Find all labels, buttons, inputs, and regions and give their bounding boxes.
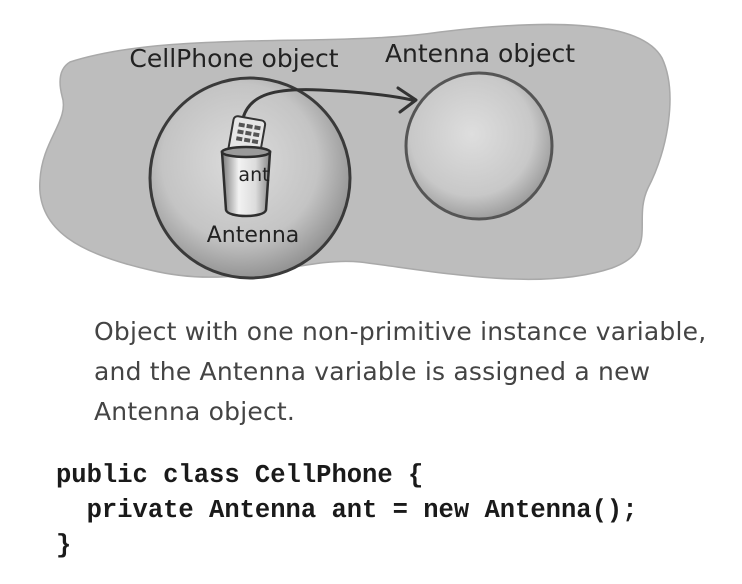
caption-line: and the Antenna variable is assigned a n…: [94, 357, 651, 386]
caption-line: Object with one non-primitive instance v…: [94, 317, 707, 346]
code-line: }: [56, 531, 72, 560]
cellphone-object-label: CellPhone object: [129, 44, 338, 73]
code-line: public class CellPhone {: [56, 461, 424, 490]
antenna-object-sphere: [404, 71, 554, 221]
arrowhead: [396, 86, 418, 114]
caption-line: Antenna object.: [94, 397, 296, 426]
cup-variable-label: ant: [238, 164, 269, 186]
caption: Object with one non-primitive instance v…: [94, 312, 714, 432]
code-block: public class CellPhone { private Antenna…: [56, 458, 638, 563]
antenna-object-label: Antenna object: [385, 39, 575, 68]
variable-cup-icon: [220, 145, 272, 218]
object-diagram: ant Antenna CellPhone object Antenna obj…: [39, 23, 671, 281]
variable-type-label: Antenna: [207, 223, 300, 248]
code-line: private Antenna ant = new Antenna();: [56, 496, 638, 525]
reference-arrow: [241, 88, 414, 120]
